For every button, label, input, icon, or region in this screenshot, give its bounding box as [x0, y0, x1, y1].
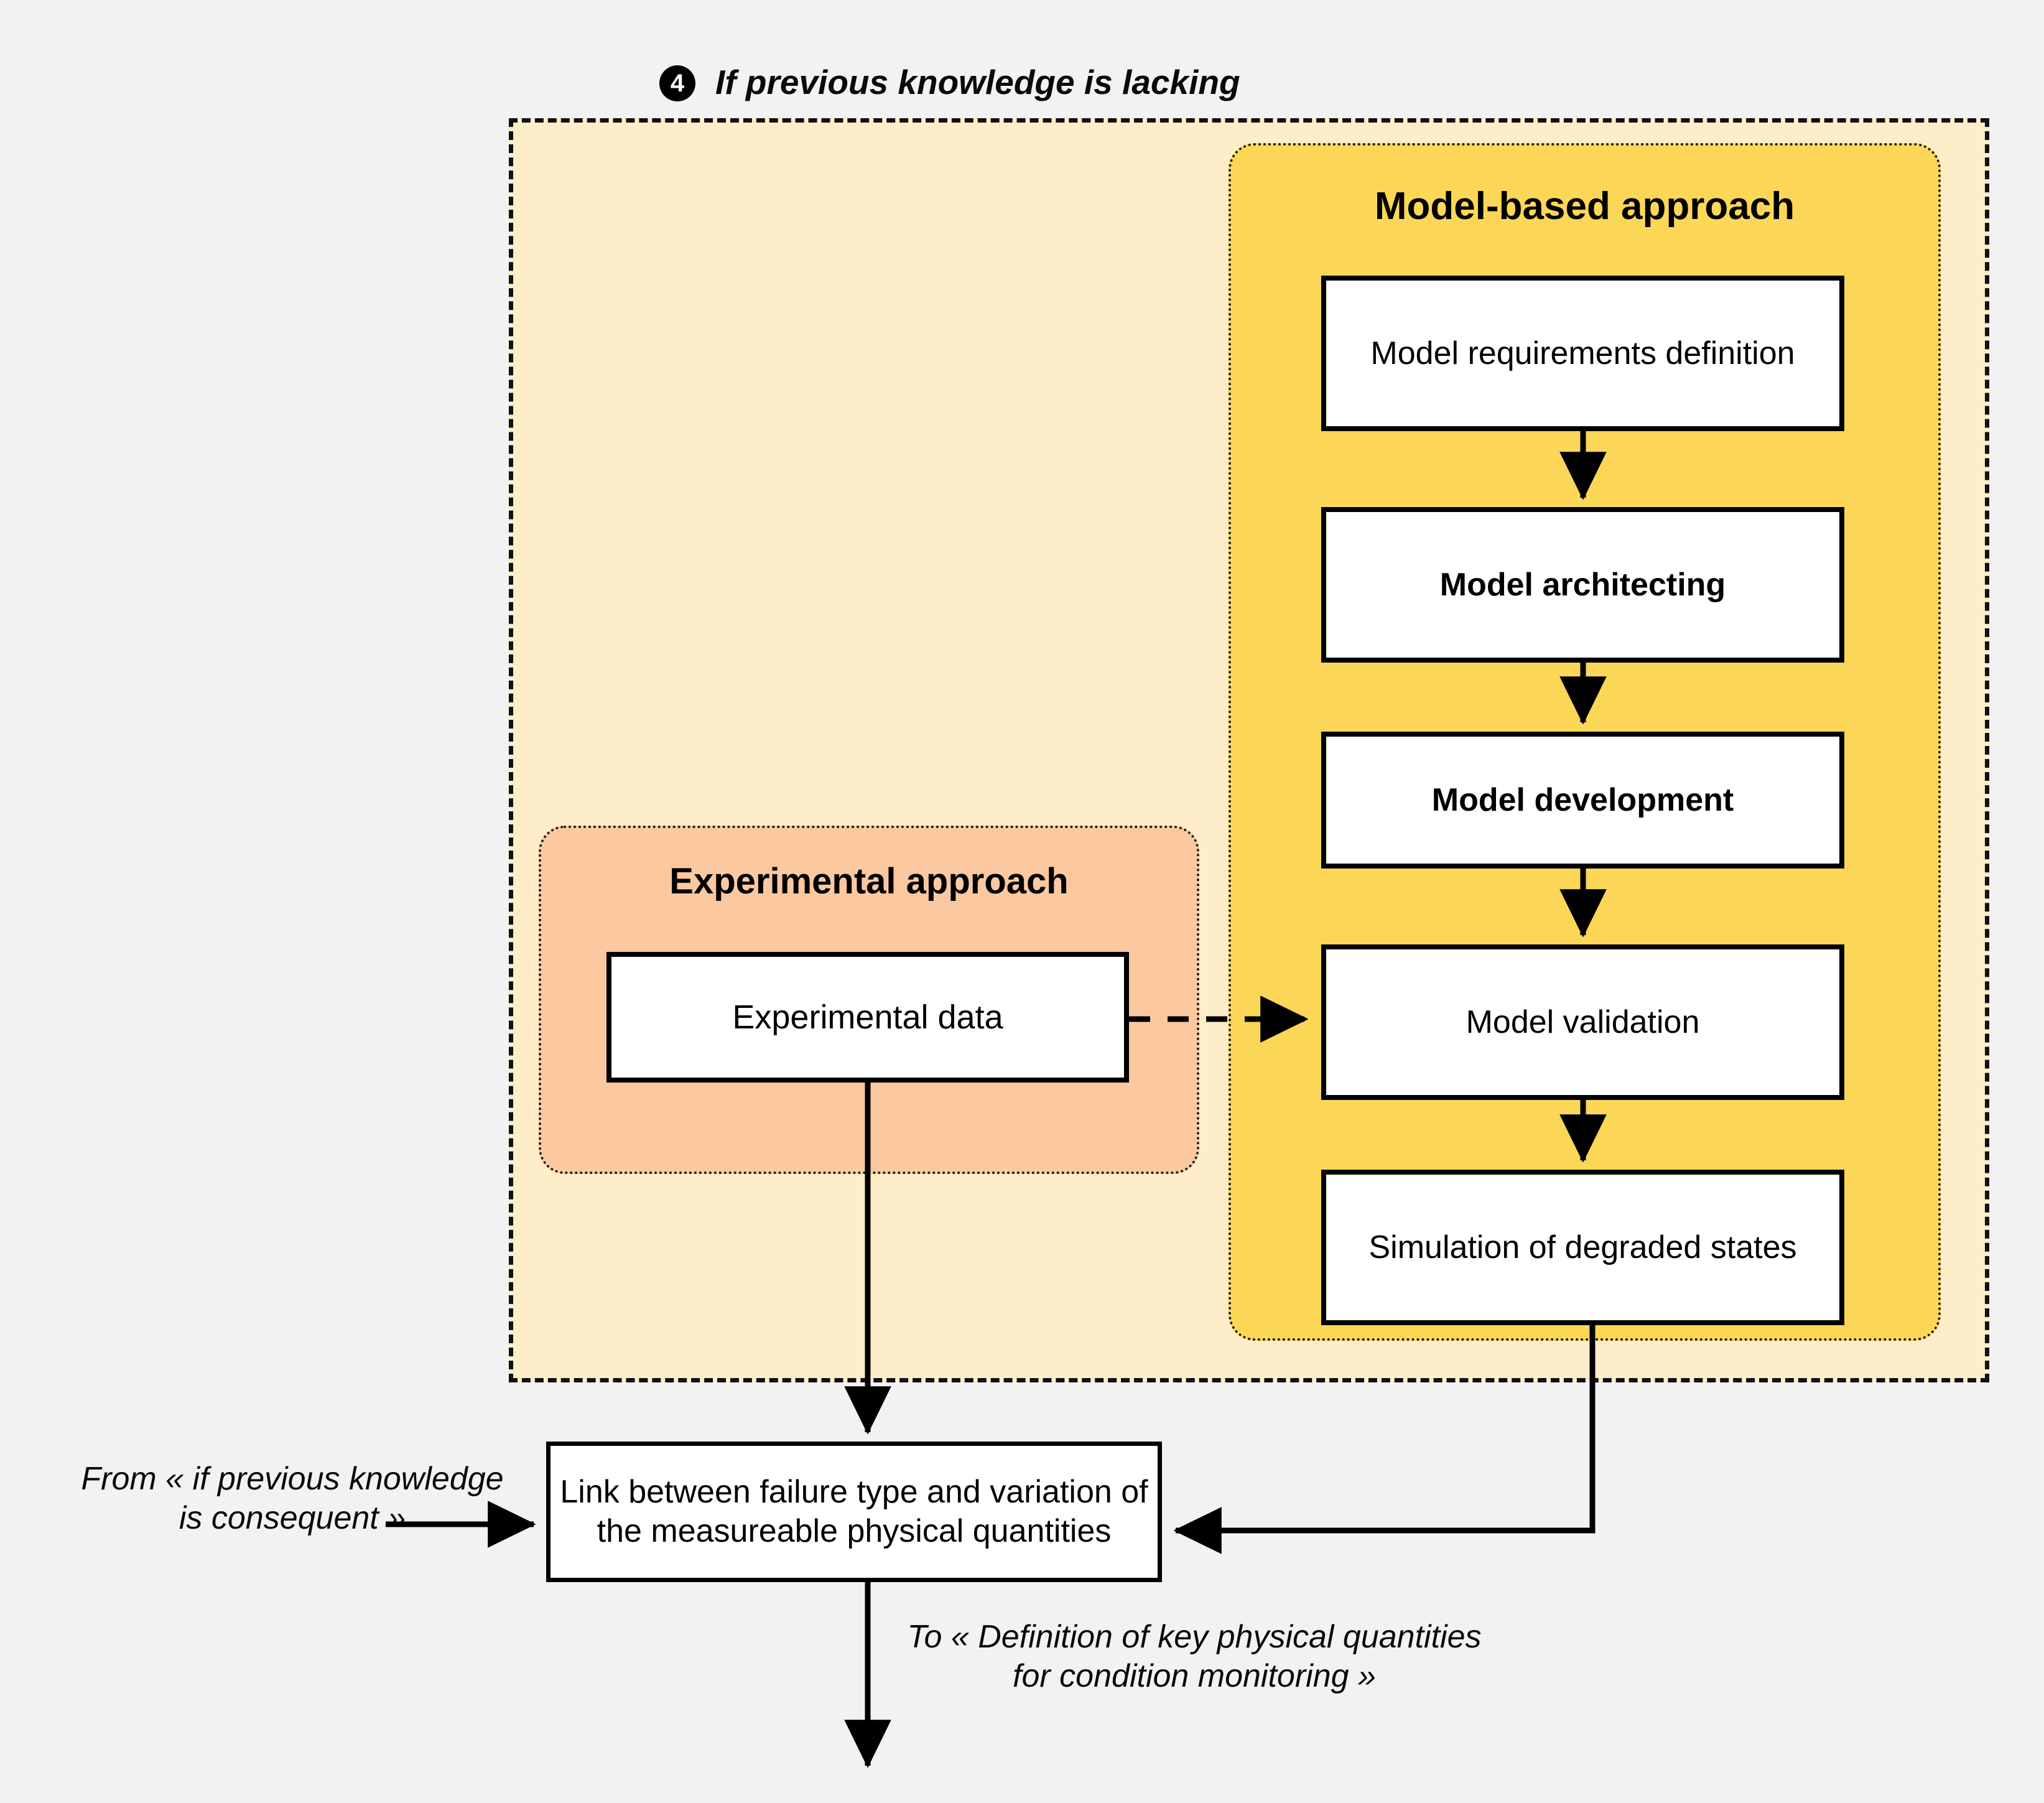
experimental-approach-title: Experimental approach [669, 861, 1069, 902]
process-box-model-architecting[interactable]: Model architecting [1321, 507, 1844, 663]
step-number-badge: 4 [659, 65, 695, 101]
step-number-label: 4 [670, 70, 685, 97]
process-box-model-development[interactable]: Model development [1321, 732, 1844, 869]
from-caption: From « if previous knowledge is conseque… [81, 1461, 504, 1537]
step-caption: If previous knowledge is lacking [715, 63, 1240, 101]
process-box-simulation-of-degraded-states[interactable]: Simulation of degraded states [1321, 1170, 1844, 1325]
process-box-experimental-data[interactable]: Experimental data [606, 952, 1129, 1083]
model-based-approach-title: Model-based approach [1374, 185, 1795, 228]
to-caption: To « Definition of key physical quantiti… [907, 1619, 1482, 1695]
process-box-model-requirements-definition[interactable]: Model requirements definition [1321, 276, 1844, 431]
process-box-model-validation[interactable]: Model validation [1321, 944, 1844, 1100]
process-box-link-failure-type-variation[interactable]: Link between failure type and variation … [546, 1442, 1162, 1582]
